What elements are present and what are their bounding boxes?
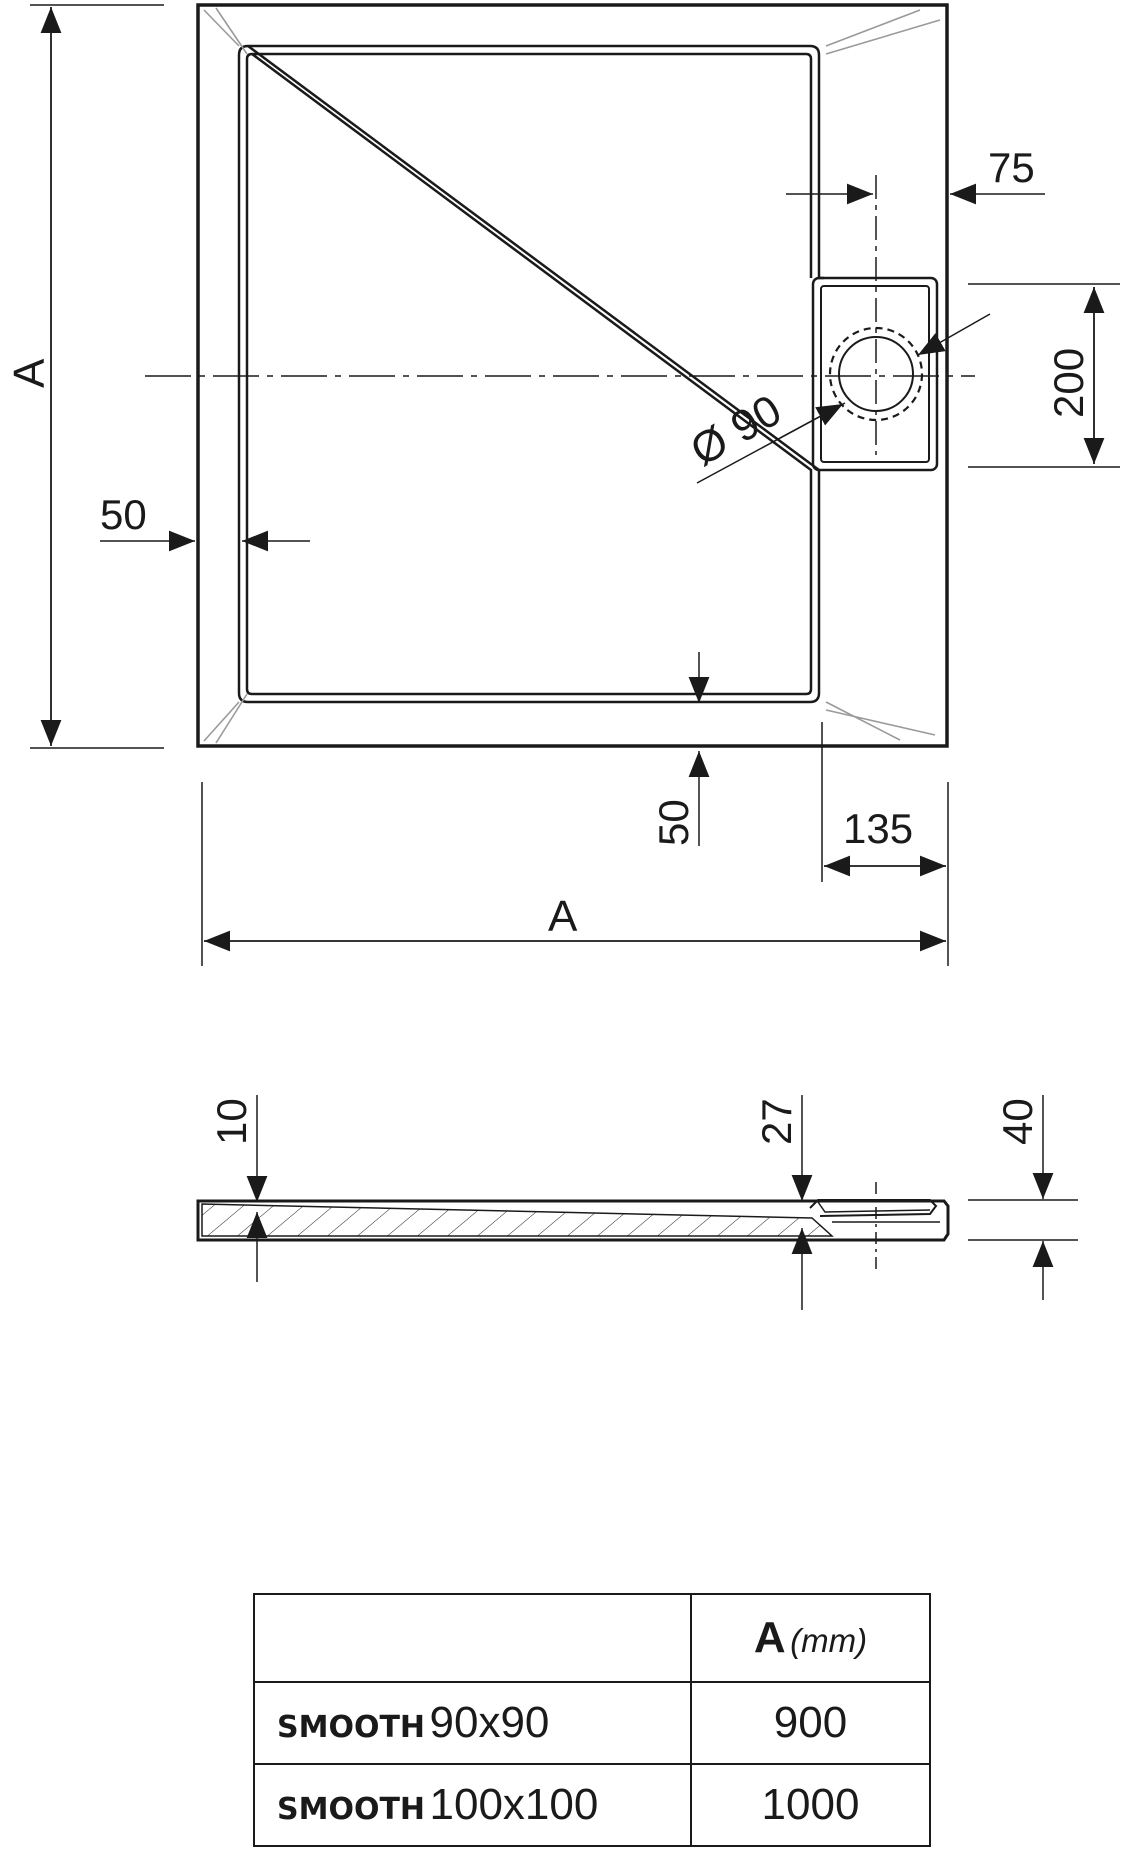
dimension-drain-offset-side: 135 — [843, 805, 913, 852]
table-header-a: A (mm) — [690, 1593, 931, 1683]
dimension-side-bottom: A — [548, 892, 578, 941]
section-profile — [196, 1199, 950, 1242]
table-cell-a: 900 — [690, 1681, 931, 1765]
table-header-empty — [253, 1593, 692, 1683]
table-cell-model: SMOOTH 90x90 — [253, 1681, 692, 1765]
plan-view: A 50 50 75 200 Ø 90 A 135 — [5, 3, 1120, 966]
model-size: 100x100 — [429, 1780, 599, 1829]
dimension-rim-bottom: 50 — [650, 799, 697, 846]
dimension-drain-offset-top: 75 — [988, 144, 1035, 191]
a-value: 900 — [773, 1698, 848, 1747]
header-unit-label: (mm) — [790, 1622, 868, 1659]
drain-channel — [811, 276, 939, 472]
table-cell-model: SMOOTH 100x100 — [253, 1763, 692, 1847]
table-header-row: A (mm) — [253, 1593, 931, 1683]
size-table: A (mm) SMOOTH 90x90 900 SMOOTH 100x100 1… — [253, 1593, 931, 1847]
model-name: SMOOTH — [277, 1710, 426, 1745]
dimension-drain-width: 200 — [1045, 348, 1092, 418]
table-row: SMOOTH 90x90 900 — [253, 1681, 931, 1765]
basin-outline — [237, 44, 824, 704]
slope-lines — [203, 7, 941, 744]
dimension-side-left: A — [5, 358, 54, 388]
section-hatching — [201, 1203, 834, 1237]
dimension-section-rim: 10 — [208, 1098, 255, 1145]
dimension-rim-left: 50 — [100, 491, 147, 538]
header-a-label: A — [753, 1613, 786, 1662]
table-row: SMOOTH 100x100 1000 — [253, 1763, 931, 1847]
dimension-section-mid: 27 — [753, 1098, 800, 1145]
section-view: 10 27 40 — [196, 1095, 1078, 1310]
a-value: 1000 — [761, 1780, 860, 1829]
model-size: 90x90 — [429, 1698, 550, 1747]
model-name: SMOOTH — [277, 1792, 426, 1827]
table-cell-a: 1000 — [690, 1763, 931, 1847]
technical-drawing: A 50 50 75 200 Ø 90 A 135 — [5, 3, 1120, 1310]
dimension-section-total: 40 — [994, 1098, 1041, 1145]
